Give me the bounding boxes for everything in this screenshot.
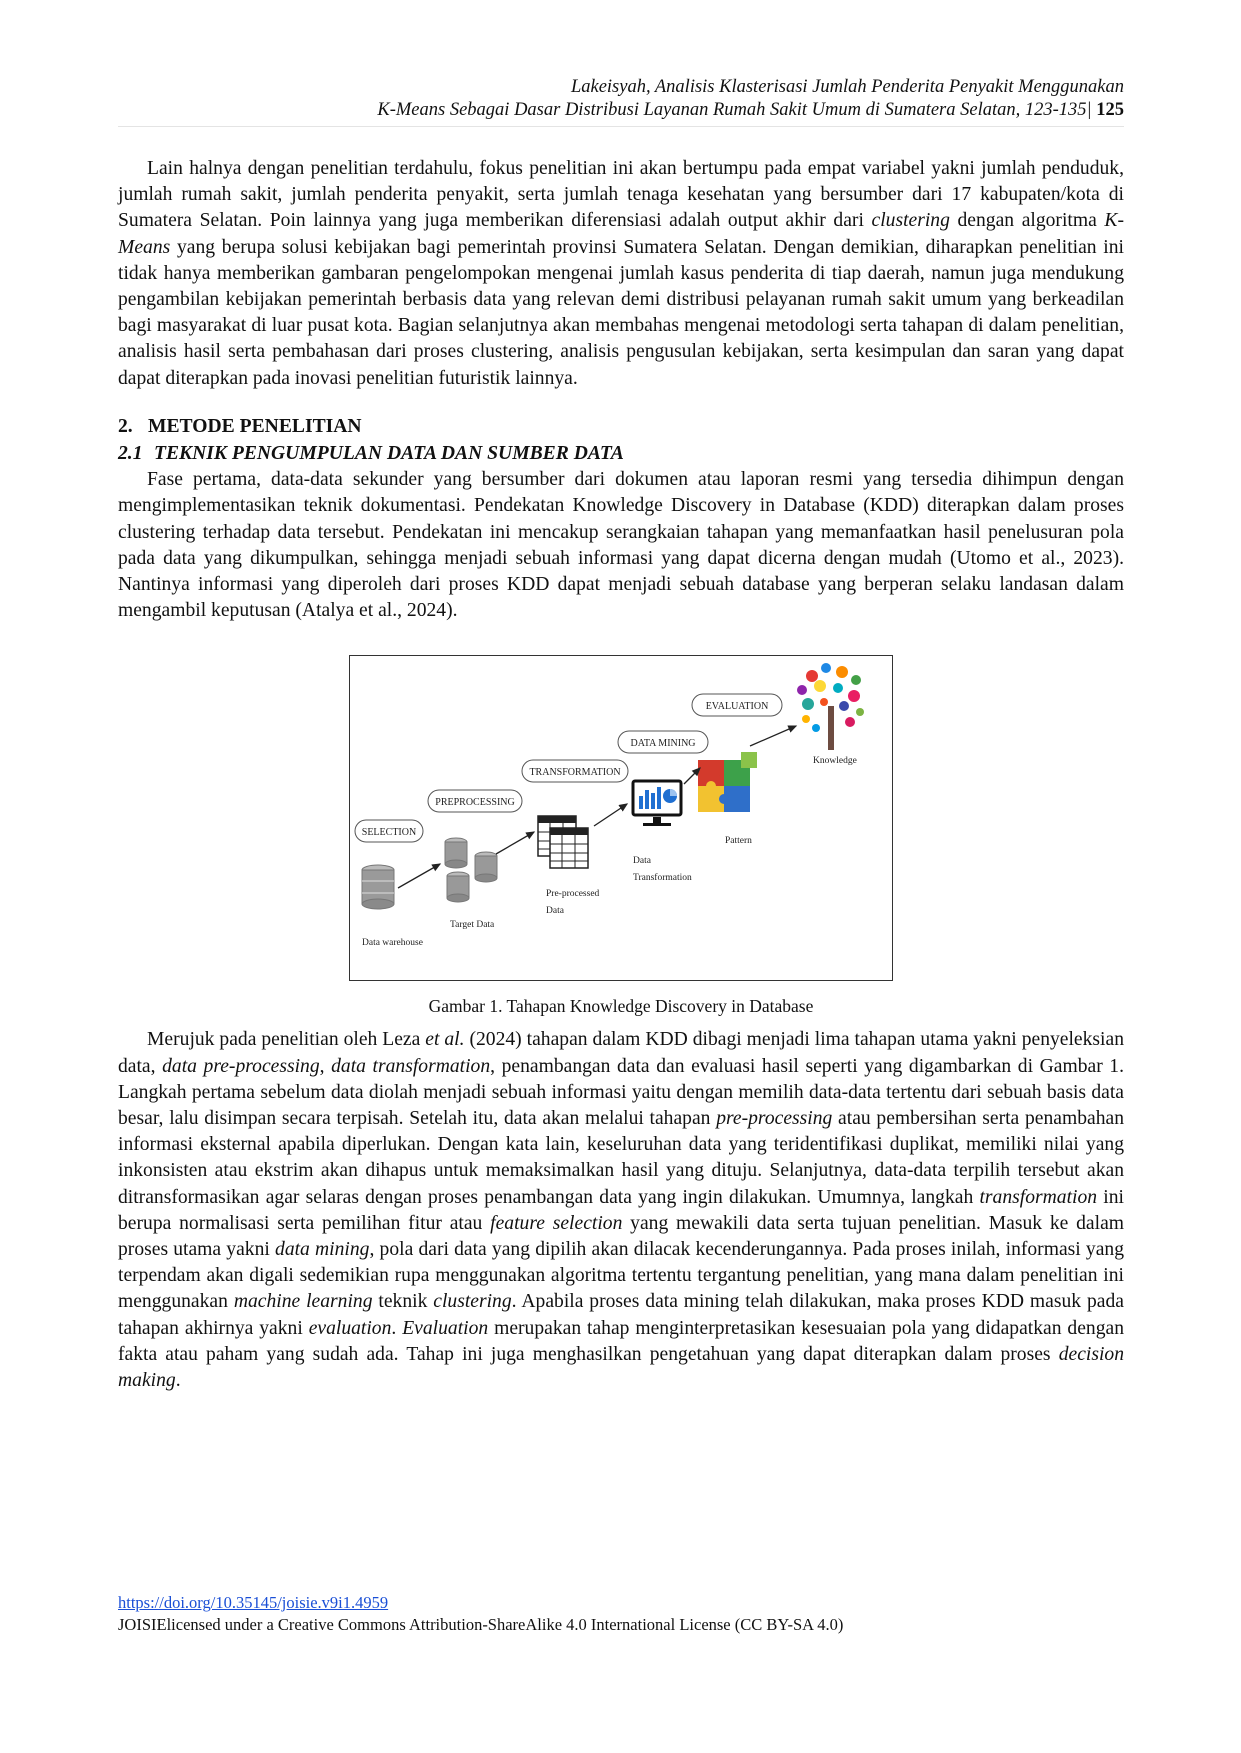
license-text: JOISIElicensed under a Creative Commons … xyxy=(118,1615,844,1634)
label-preprocessed-1: Pre-processed xyxy=(546,889,600,899)
label-pattern: Pattern xyxy=(725,836,752,846)
target-database-icon xyxy=(444,837,498,903)
running-header: Lakeisyah, Analisis Klasterisasi Jumlah … xyxy=(118,76,1124,122)
svg-text:PREPROCESSING: PREPROCESSING xyxy=(435,797,514,808)
label-data-transformation-1: Data xyxy=(633,856,652,866)
stage-datamining-box: DATA MINING xyxy=(617,730,709,754)
label-data-warehouse: Data warehouse xyxy=(362,938,423,948)
knowledge-tree-icon xyxy=(797,663,864,751)
stage-preprocessing-box: PREPROCESSING xyxy=(427,789,523,813)
page-footer: https://doi.org/10.35145/joisie.v9i1.495… xyxy=(118,1592,843,1636)
label-preprocessed-2: Data xyxy=(546,906,565,916)
table-icon xyxy=(537,815,589,870)
svg-text:TRANSFORMATION: TRANSFORMATION xyxy=(529,767,620,778)
puzzle-pattern-icon xyxy=(698,752,757,813)
svg-text:SELECTION: SELECTION xyxy=(362,827,416,838)
main-content: Lain halnya dengan penelitian terdahulu,… xyxy=(118,156,1124,1394)
figure-caption: Gambar 1. Tahapan Knowledge Discovery in… xyxy=(428,996,814,1017)
svg-text:EVALUATION: EVALUATION xyxy=(706,701,769,712)
header-line-1: Lakeisyah, Analisis Klasterisasi Jumlah … xyxy=(570,77,1124,97)
process-arrows xyxy=(397,725,798,890)
stage-selection-box: SELECTION xyxy=(354,819,424,843)
page-number: 125 xyxy=(1096,100,1124,120)
intro-paragraph: Lain halnya dengan penelitian terdahulu,… xyxy=(118,158,1124,389)
header-rule xyxy=(118,126,1124,127)
svg-text:DATA MINING: DATA MINING xyxy=(630,738,695,749)
label-target-data: Target Data xyxy=(450,920,495,930)
data-collection-paragraph: Fase pertama, data-data sekunder yang be… xyxy=(118,469,1124,622)
stage-evaluation-box: EVALUATION xyxy=(691,693,783,717)
doi-link[interactable]: https://doi.org/10.35145/joisie.v9i1.495… xyxy=(118,1593,389,1612)
header-line-2: K-Means Sebagai Dasar Distribusi Layanan… xyxy=(377,100,1124,120)
monitor-chart-icon xyxy=(631,779,683,827)
section-heading: 2.METODE PENELITIAN xyxy=(118,415,362,437)
label-knowledge: Knowledge xyxy=(813,756,857,766)
database-icon xyxy=(361,864,395,910)
label-data-transformation-2: Transformation xyxy=(633,872,692,883)
kdd-figure: SELECTION PREPROCESSING TRANSFORMATION D… xyxy=(349,655,893,982)
kdd-diagram: SELECTION PREPROCESSING TRANSFORMATION D… xyxy=(354,663,864,948)
kdd-stages-paragraph: Merujuk pada penelitian oleh Leza et al.… xyxy=(118,1029,1125,1392)
stage-transformation-box: TRANSFORMATION xyxy=(521,759,629,783)
